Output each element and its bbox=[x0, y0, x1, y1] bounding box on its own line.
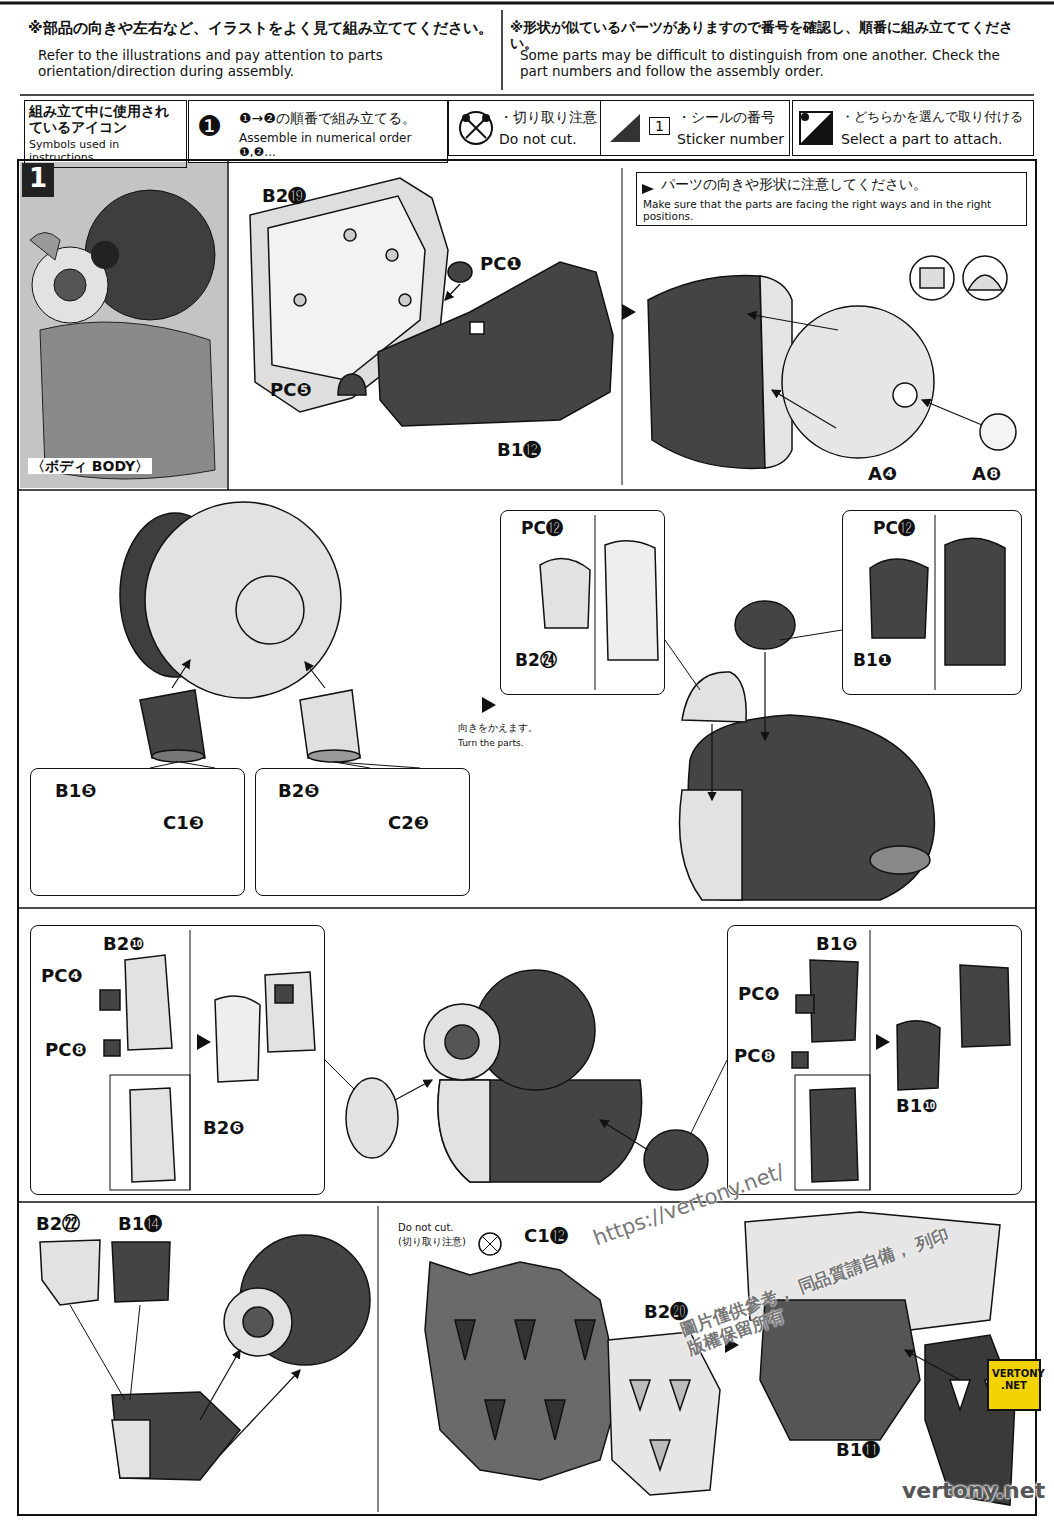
symbol-title-box: 組み立て中に使用されているアイコン Symbols used in instruc… bbox=[24, 100, 187, 168]
node-text: B1❶ bbox=[853, 651, 892, 671]
part-detail-panel: PC⓬ B2㉔ bbox=[500, 510, 665, 695]
node-text: Make sure that the parts are facing the … bbox=[643, 198, 1023, 222]
note-text: Turn the parts. bbox=[458, 738, 524, 748]
node-text: PC❽ bbox=[45, 1040, 87, 1061]
part-callout-box: B1❺ C1❸ bbox=[30, 768, 245, 896]
caution-note: パーツの向きや形状に注意してください。 Make sure that the pa… bbox=[636, 172, 1027, 226]
part-number: B1⓮ bbox=[118, 1214, 162, 1235]
node-text: B1❺ bbox=[55, 781, 96, 802]
node-text: ・どちらかを選んで取り付ける bbox=[841, 110, 1023, 125]
node-text: ※形状が似ているパーツがありますので番号を確認し、順番に組み立ててください。 bbox=[510, 20, 1030, 51]
note-box: ※形状が似ているパーツがありますので番号を確認し、順番に組み立ててください。So… bbox=[506, 8, 1034, 92]
section-label: 〈ボディ BODY〉 bbox=[24, 452, 224, 484]
node-text: B2❿ bbox=[103, 934, 144, 955]
note-text: 向きをかえます。 bbox=[458, 722, 538, 734]
node-text: 1 bbox=[29, 164, 47, 194]
node-text: PC⓬ bbox=[873, 519, 915, 539]
watermark: https://vertony.net/ bbox=[590, 1159, 787, 1251]
node-text: 組み立て中に使用されているアイコン bbox=[29, 104, 179, 135]
node-text: ・切り取り注意 bbox=[499, 110, 597, 126]
node-text: B1❿ bbox=[896, 1096, 937, 1117]
symbol-box: 1 ・シールの番号 Sticker number bbox=[600, 100, 790, 156]
node-text: ❶→❷の順番で組み立てる。 bbox=[239, 110, 416, 126]
part-detail-panel: PC⓬ B1❶ bbox=[842, 510, 1022, 695]
part-number: B2㉒ bbox=[36, 1214, 80, 1235]
node-text: C2❸ bbox=[388, 813, 429, 834]
symbol-box: ・どちらかを選んで取り付ける Select a part to attach. bbox=[792, 100, 1034, 156]
node-text: Sticker number bbox=[677, 131, 784, 147]
part-detail-panel: B1❻ PC❹ PC❽ B1❿ bbox=[727, 925, 1022, 1195]
part-number: B2⓳ bbox=[262, 186, 306, 207]
node-text: B2❻ bbox=[203, 1118, 244, 1139]
node-text: ・シールの番号 bbox=[677, 110, 775, 126]
watermark-badge: VERTONY .NET bbox=[992, 1368, 1036, 1391]
node-text: Symbols used in instructions bbox=[29, 139, 183, 164]
node-text: B2❺ bbox=[278, 781, 319, 802]
watermark: vertony.net bbox=[902, 1478, 1045, 1503]
note-text: (切り取り注意) bbox=[398, 1236, 466, 1248]
note-text: Do not cut. bbox=[398, 1222, 454, 1234]
node-text: Select a part to attach. bbox=[841, 131, 1003, 147]
node-text: PC⓬ bbox=[521, 519, 563, 539]
node-text: ※部品の向きや左右など、イラストをよく見て組み立ててください。 bbox=[28, 20, 493, 37]
part-callout-box: B2❺ C2❸ bbox=[255, 768, 470, 896]
step-number: 1 bbox=[22, 163, 54, 197]
node-text: PC❹ bbox=[738, 984, 780, 1005]
node-text: 1 bbox=[649, 117, 670, 135]
node-text: PC❽ bbox=[734, 1046, 776, 1067]
node-text: PC❹ bbox=[41, 966, 83, 987]
part-number: PC❺ bbox=[270, 380, 312, 401]
node-text: B1❻ bbox=[816, 934, 857, 955]
node-text: Do not cut. bbox=[499, 131, 577, 147]
node-text: Refer to the illustrations and pay atten… bbox=[38, 48, 488, 79]
part-number: A❹ bbox=[868, 464, 897, 485]
node-text: パーツの向きや形状に注意してください。 bbox=[661, 177, 927, 193]
symbol-box: ・切り取り注意 Do not cut. bbox=[448, 100, 601, 156]
symbol-box: ❶ ❶→❷の順番で組み立てる。 Assemble in numerical orde… bbox=[188, 100, 448, 163]
node-text: B2㉔ bbox=[515, 651, 557, 671]
part-detail-panel: B2❿ PC❹ PC❽ B2❻ bbox=[30, 925, 325, 1195]
node-text: 〈ボディ BODY〉 bbox=[28, 458, 152, 474]
note-box: ※部品の向きや左右など、イラストをよく見て組み立ててください。 Refer to … bbox=[24, 8, 498, 92]
node-text: ❶ bbox=[197, 111, 222, 143]
part-number: C1⓬ bbox=[524, 1226, 568, 1247]
part-number: A❽ bbox=[972, 464, 1001, 485]
watermark: 圖片僅供參考， 同品質請自備， 列印版權保留所有 bbox=[678, 1223, 964, 1359]
part-number: PC❶ bbox=[480, 254, 522, 275]
part-number: B1⓫ bbox=[836, 1440, 880, 1461]
node-text: Some parts may be difficult to distingui… bbox=[520, 48, 1025, 79]
node-text: C1❸ bbox=[163, 813, 204, 834]
part-number: B1⓬ bbox=[497, 440, 541, 461]
node-text: Assemble in numerical order ❶,❷... bbox=[239, 132, 444, 160]
